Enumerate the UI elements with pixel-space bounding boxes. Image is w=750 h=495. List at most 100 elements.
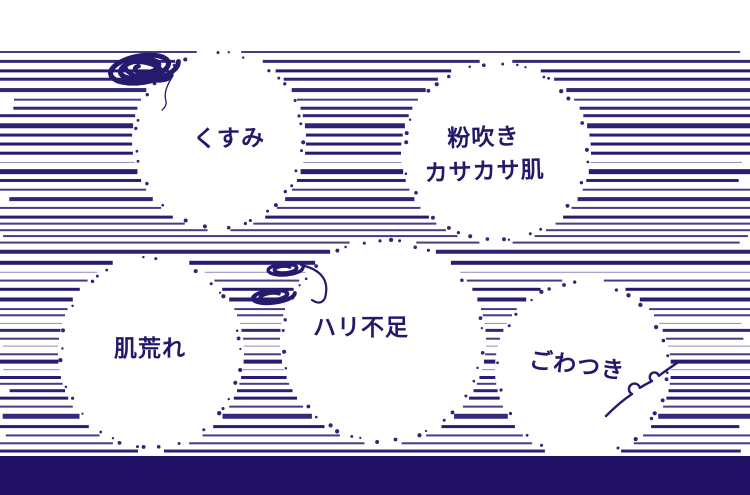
edge-dot: [414, 190, 418, 195]
stripe-line: [555, 222, 750, 225]
edge-dot: [141, 444, 146, 449]
edge-dot: [501, 62, 505, 66]
stripe-line: [0, 88, 147, 93]
stripe-line: [243, 359, 282, 364]
edge-dot: [404, 140, 409, 145]
edge-dot: [306, 404, 311, 409]
edge-dot: [134, 126, 138, 131]
edge-dot: [239, 347, 242, 351]
edge-dot: [299, 122, 303, 126]
stripe-line: [0, 59, 176, 63]
edge-dot: [547, 287, 551, 291]
stripe-line: [0, 425, 89, 429]
stripe-line: [669, 382, 750, 385]
stripe-line: [534, 235, 748, 238]
stripe-line: [603, 279, 750, 282]
edge-dot: [334, 429, 340, 434]
stripe-line: [300, 106, 413, 110]
stripe-line: [0, 260, 113, 265]
bubble-label-hadaare: 肌荒れ: [114, 336, 186, 362]
stripe-line: [3, 235, 458, 238]
stripe-line: [484, 322, 507, 324]
edge-dot: [202, 428, 206, 432]
edge-dot: [446, 225, 451, 230]
stripe-line: [0, 314, 65, 317]
stripe-line: [243, 345, 281, 347]
stripe-line: [239, 322, 282, 324]
stripe-line: [633, 442, 750, 445]
stripe-line: [189, 442, 365, 445]
edge-dot: [524, 66, 527, 69]
stripe-line: [0, 271, 98, 273]
stripe-line: [590, 142, 750, 146]
edge-dot: [388, 237, 394, 243]
edge-dot: [283, 82, 287, 86]
curl-line: [604, 359, 682, 418]
edge-dot: [61, 347, 64, 350]
edge-dot: [64, 385, 68, 389]
scribble-strokes-icon: [250, 262, 328, 306]
edge-dot: [183, 218, 188, 223]
edge-dot: [666, 371, 669, 375]
stripe-line: [0, 123, 134, 129]
edge-dot: [417, 433, 422, 438]
edge-dot: [580, 121, 585, 125]
edge-dot: [565, 203, 570, 208]
stripe-line: [230, 229, 446, 232]
stripe-line: [586, 178, 739, 182]
stripe-line: [658, 413, 750, 419]
edge-dot: [516, 63, 519, 67]
edge-dot: [664, 377, 669, 382]
stripe-line: [485, 345, 498, 347]
stripe-line: [9, 197, 153, 202]
edge-dot: [282, 349, 287, 354]
stripe-line: [304, 123, 405, 129]
edge-dot: [404, 172, 408, 175]
stripe-line: [291, 188, 410, 191]
edge-dot: [117, 441, 122, 445]
stripe-line: [0, 442, 113, 445]
stripe-line: [0, 142, 133, 146]
stripe-line: [426, 434, 523, 437]
edge-dot: [58, 357, 63, 363]
stripe-line: [0, 287, 80, 291]
stripe-line: [663, 405, 750, 408]
edge-dot: [359, 436, 362, 440]
edge-dot: [293, 98, 297, 103]
stripe-line: [0, 449, 138, 453]
edge-dot: [284, 366, 288, 370]
stripe-line: [283, 77, 438, 81]
stripe-line: [0, 222, 185, 225]
stripe-line: [450, 260, 750, 265]
edge-dot: [161, 203, 165, 207]
edge-dot: [616, 446, 620, 450]
edge-dot: [81, 412, 84, 415]
edge-dot: [335, 248, 340, 253]
stripe-line: [659, 322, 742, 324]
stripe-line: [297, 98, 418, 101]
stripe-line: [275, 69, 452, 73]
edge-dot: [233, 380, 238, 385]
stripe-line: [621, 449, 741, 453]
stripe-line: [577, 197, 750, 202]
edge-dot: [90, 279, 95, 284]
stripe-line: [462, 405, 503, 408]
bubble-shape: [66, 262, 236, 444]
edge-dot: [350, 434, 354, 438]
edge-dot: [579, 181, 584, 185]
edge-dot: [666, 354, 670, 358]
bubble-label-konafuki-kasakasa: 粉吹き カサカサ肌: [424, 123, 546, 188]
edge-dot: [375, 440, 380, 444]
stripe-line: [670, 376, 750, 380]
edge-dot: [539, 443, 544, 447]
edge-dot: [105, 268, 109, 272]
edge-dot: [362, 241, 366, 245]
stripe-line: [239, 382, 290, 385]
stripe-line: [0, 308, 68, 311]
edge-dot: [398, 239, 402, 243]
edge-dot: [267, 69, 271, 73]
stripe-line: [671, 369, 750, 371]
scribble-tail: [161, 78, 172, 111]
edge-dot: [99, 430, 103, 434]
